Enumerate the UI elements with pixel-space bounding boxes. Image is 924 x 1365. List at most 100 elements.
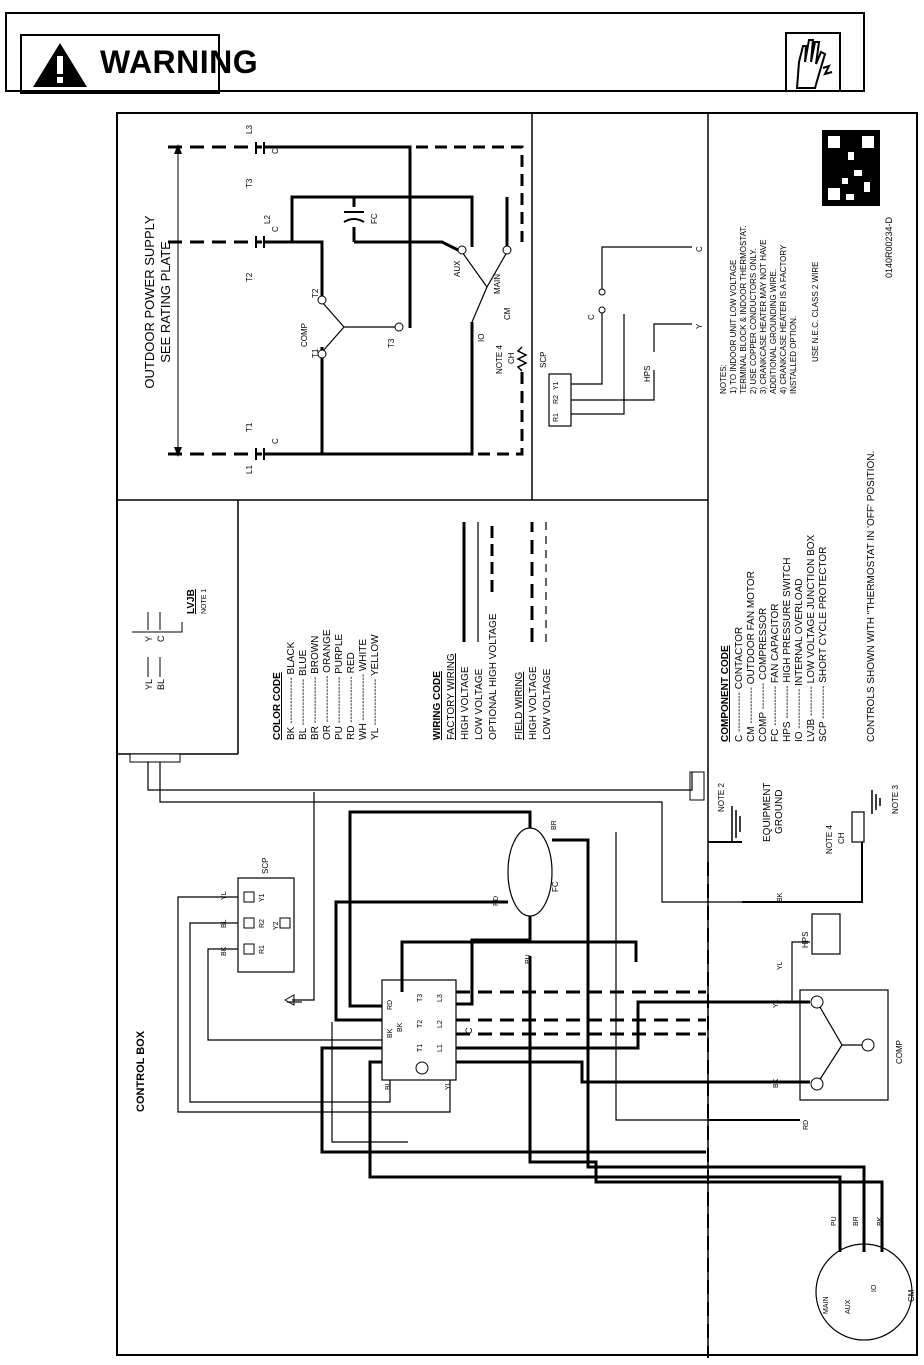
- component-code-title-text: COMPONENT CODE: [720, 645, 731, 742]
- notes-title-text: NOTES:: [719, 364, 728, 394]
- high-pressure-switch: [811, 913, 841, 955]
- schematic-labels-C-text: C: [271, 438, 280, 444]
- color-code-entries-1-text: BL -------------- BLUE: [298, 650, 309, 740]
- control-box-y2-text: Y2: [273, 921, 280, 930]
- schematic-labels-T1-text: T1: [311, 348, 320, 358]
- color-code-entries-0-text: BK -------------- BLACK: [286, 641, 297, 740]
- wiring-code-factory-items-0-text: HIGH VOLTAGE: [460, 666, 471, 740]
- power-supply-line1: OUTDOOR POWER SUPPLY: [142, 215, 157, 388]
- schematic-labels-scp-text: SCP: [539, 352, 548, 368]
- wiring-code-field-items-1-text: LOW VOLTAGE: [542, 668, 553, 740]
- schematic-labels-note4-text: NOTE 4: [495, 345, 504, 374]
- schematic-labels-ch-text: CH: [507, 352, 516, 364]
- schematic-labels-y1-text: Y1: [553, 381, 560, 390]
- warning-banner: WARNING: [5, 12, 865, 94]
- color-code-entries-3-text: OR -------------- ORANGE: [322, 629, 333, 740]
- schematic-labels-C-text: C: [695, 246, 704, 252]
- notes-class2-text: USE N.E.C. CLASS 2 WIRE: [811, 262, 820, 362]
- warning-triangle-icon: [33, 43, 87, 87]
- control-box-yl-text: YL: [445, 1081, 452, 1090]
- wiring-code-title-text: WIRING CODE: [432, 671, 443, 740]
- control-box-aux-text: AUX: [845, 1299, 852, 1314]
- notes-items-2-text: 2) USE COPPER CONDUCTORS ONLY.: [749, 248, 758, 394]
- schematic-labels-T2-text: T2: [311, 288, 320, 298]
- control-box-scp-text: SCP: [261, 858, 270, 874]
- control-box-br-text: BR: [551, 820, 558, 830]
- wiring-code-field-items-0-text: HIGH VOLTAGE: [528, 666, 539, 740]
- component-code-entries-5-text: IO ------------ INTERNAL OVERLOAD: [794, 578, 805, 742]
- schematic-labels-y-text: Y: [695, 323, 704, 329]
- schematic-labels-r1-text: R1: [553, 413, 560, 422]
- notes-items-0-text: 1) TO INDOOR UNIT LOW VOLTAGE: [729, 260, 738, 394]
- electrical-hazard-hand-icon: [785, 32, 841, 92]
- control-box-bk-text: BK: [777, 892, 784, 902]
- control-box-diagram: CONTROL BOX SCP Y1 R2 R1 Y2 C T3 T2 T1 L…: [129, 753, 916, 1358]
- notes-items-6-text: INSTALLED OPTION.: [789, 316, 798, 394]
- color-code-entries-5-text: RD -------------- RED: [346, 652, 357, 740]
- control-box-ch-text: CH: [837, 832, 846, 844]
- control-box-title-text: CONTROL BOX: [135, 1030, 147, 1112]
- control-box-hps-text: HPS: [801, 932, 810, 948]
- schematic-labels-fc-text: FC: [370, 213, 379, 224]
- control-box-l3-text: L3: [437, 994, 444, 1002]
- schematic-labels-L1-text: L1: [245, 465, 254, 474]
- control-box-t3-text: T3: [417, 994, 424, 1002]
- control-box-rd-text: RD: [387, 1000, 394, 1010]
- component-code-entries-3-text: FC ------------ FAN CAPACITOR: [770, 604, 781, 743]
- control-box-fc-text: FC: [551, 881, 560, 892]
- control-box-l2-text: L2: [437, 1020, 444, 1028]
- color-code-entries-4-text: PU -------------- PURPLE: [334, 634, 345, 740]
- component-code-entries-4-text: HPS ---------- HIGH PRESSURE SWITCH: [782, 558, 793, 742]
- control-box-bk-text: BK: [397, 1022, 404, 1032]
- control-box-br-text: BR: [853, 1216, 860, 1226]
- legend: YL BL Y C LVJB NOTE 1 COLOR CODE BK ----…: [132, 522, 553, 740]
- control-box-bl-text: BL: [221, 919, 228, 928]
- schematic-labels-main-text: MAIN: [493, 274, 502, 294]
- control-box-t1-text: T1: [417, 1044, 424, 1052]
- warning-label-box: WARNING: [20, 34, 258, 94]
- lvjb-bl-text: BL: [156, 679, 166, 690]
- control-box-bk-text: BK: [387, 1028, 394, 1038]
- wiring-code-field-text: FIELD WIRING: [514, 671, 525, 740]
- schematic-labels-C-text: C: [587, 314, 596, 320]
- schematic-labels-C-text: C: [271, 226, 280, 232]
- schematic-labels-L2-text: L2: [263, 215, 272, 224]
- fan-capacitor: [507, 827, 553, 917]
- color-code-title-text: COLOR CODE: [272, 672, 283, 740]
- schematic-labels-T2-text: T2: [245, 272, 254, 282]
- schematic-labels-io-text: IO: [477, 334, 486, 342]
- control-box-equip2-text: GROUND: [774, 790, 785, 834]
- control-box-yl-text: YL: [221, 891, 228, 900]
- control-box-yl-text: YL: [777, 961, 784, 970]
- schematic-labels-T3-text: T3: [387, 338, 396, 348]
- fan-motor: [815, 1243, 913, 1341]
- schematic-labels-T1-text: T1: [245, 422, 254, 432]
- control-box-note3-text: NOTE 3: [891, 785, 900, 814]
- wiring-diagram: OUTDOOR POWER SUPPLY SEE RATING PLATE L3…: [118, 114, 916, 1358]
- schematic-labels-T3-text: T3: [245, 178, 254, 188]
- control-box-t2-text: T2: [417, 1020, 424, 1028]
- control-box-bl-text: BL: [385, 1081, 392, 1090]
- schematic-labels-cm-text: CM: [503, 307, 512, 320]
- lvjb-title-text: LVJB: [186, 589, 197, 614]
- document-number: 0140R00234-D: [884, 217, 894, 279]
- notes-items-1-text: TERMINAL BLOCK & INDOOR THERMOSTAT.: [739, 225, 748, 394]
- wiring-code-factory-text: FACTORY WIRING: [446, 653, 457, 740]
- control-box-r1-text: R1: [259, 945, 266, 954]
- schematic-labels-aux-text: AUX: [453, 260, 462, 277]
- component-code-entries-6-text: LVJB --------- LOW VOLTAGE JUNCTION BOX: [806, 534, 817, 742]
- component-code-entries-1-text: CM ----------- OUTDOOR FAN MOTOR: [746, 571, 757, 742]
- component-code-controls-note-text: CONTROLS SHOWN WITH "THERMOSTAT IN 'OFF'…: [866, 451, 877, 742]
- lvjb-y-text: Y: [144, 636, 154, 642]
- control-box-l1-text: L1: [437, 1044, 444, 1052]
- schematic-labels-C-text: C: [271, 148, 280, 154]
- control-box-main-text: MAIN: [823, 1297, 830, 1315]
- control-box-note2-text: NOTE 2: [717, 783, 726, 812]
- control-box-comp-text: COMP: [895, 1040, 904, 1064]
- schematic: OUTDOOR POWER SUPPLY SEE RATING PLATE L3…: [142, 125, 704, 474]
- wiring-diagram-sheet: OUTDOOR POWER SUPPLY SEE RATING PLATE L3…: [116, 112, 918, 1358]
- notes-items-4-text: ADDITIONAL GROUNDING WIRE.: [769, 269, 778, 394]
- color-code-entries-7-text: YL -------------- YELLOW: [370, 634, 381, 740]
- control-box-note4-text: NOTE 4: [825, 825, 834, 854]
- control-box-cm-text: CM: [907, 1289, 916, 1302]
